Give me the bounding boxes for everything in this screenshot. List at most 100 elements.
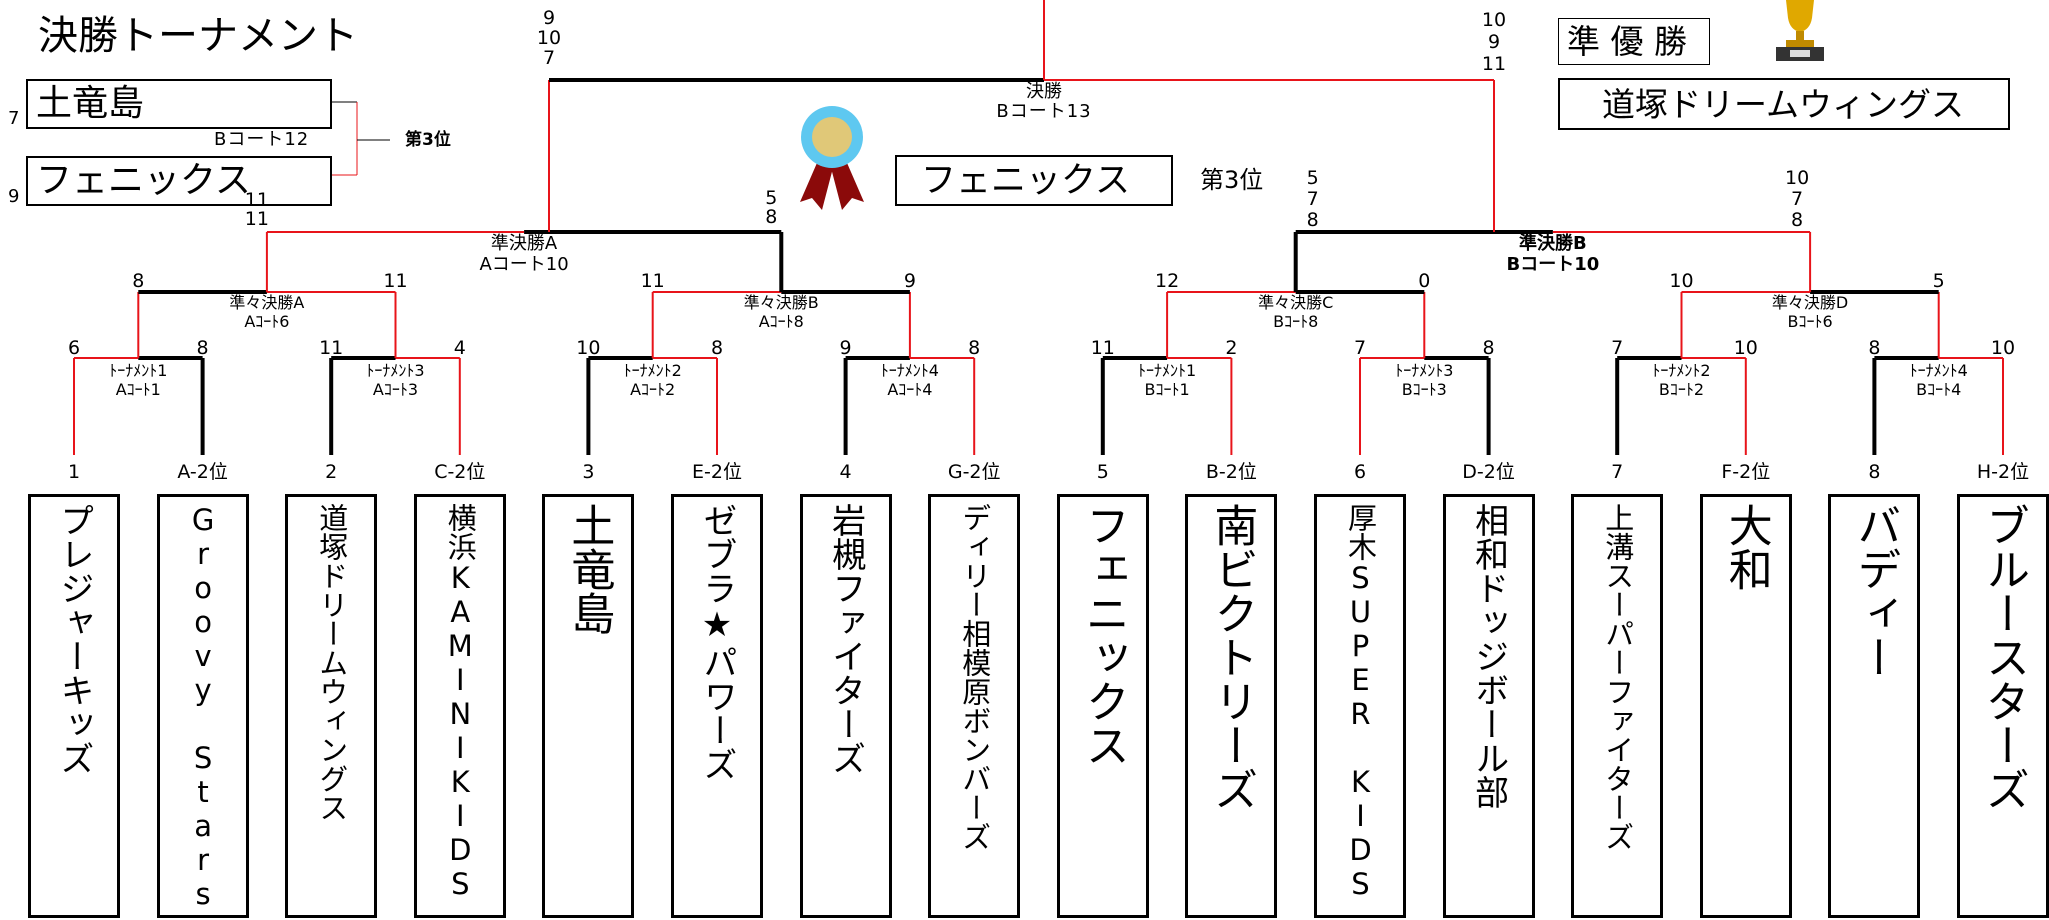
r1-score-right: 10 xyxy=(1990,337,2016,359)
runner-up-team: 道塚ドリームウィングス xyxy=(1602,85,1965,124)
team-name: 横浜KAMINIKIDS xyxy=(443,503,478,901)
team-name: ゼブラ★パワーズ xyxy=(697,503,737,781)
sf-b-score: 5 xyxy=(1306,167,1319,189)
third-team: フェニックス xyxy=(921,161,1130,201)
team-name: 上溝スーパーファイターズ xyxy=(1600,503,1635,851)
seed-label: 4 xyxy=(839,461,852,483)
r1-label: ﾄｰﾅﾒﾝﾄ2 xyxy=(1652,361,1711,380)
r1-court: Aｺｰﾄ1 xyxy=(115,380,161,399)
r1-court: Aｺｰﾄ4 xyxy=(887,380,933,399)
qf-score-right: 0 xyxy=(1418,270,1431,292)
sf-a-label: 準決勝A xyxy=(490,233,558,254)
team-box: 横浜KAMINIKIDS xyxy=(413,494,506,918)
r1-score-left: 6 xyxy=(67,337,81,359)
r1-label: ﾄｰﾅﾒﾝﾄ3 xyxy=(366,361,425,380)
r1-label: ﾄｰﾅﾒﾝﾄ2 xyxy=(623,361,682,380)
team-name: 厚木SUPER KIDS xyxy=(1343,503,1378,901)
r1-court: Aｺｰﾄ3 xyxy=(372,380,419,399)
r1-score-left: 11 xyxy=(1090,337,1115,359)
team-name: 道塚ドリームウィングス xyxy=(314,503,349,822)
team-name: ディリー相模原ボンバーズ xyxy=(957,503,992,851)
sf-b-score: 7 xyxy=(1306,188,1319,210)
third-place-team-bottom-name: フェニックス xyxy=(36,160,251,201)
qf-label: 準々決勝A xyxy=(229,293,305,312)
team-box: 厚木SUPER KIDS xyxy=(1314,494,1406,918)
team-name: プレジャーキッズ xyxy=(54,503,94,775)
third-place-court: Bコート12 xyxy=(214,129,310,150)
third-label: 第3位 xyxy=(1200,166,1264,194)
team-box: プレジャーキッズ xyxy=(28,494,120,918)
r1-label: ﾄｰﾅﾒﾝﾄ4 xyxy=(880,361,939,380)
team-name: バディー xyxy=(1849,503,1901,679)
final-score-left: 10 xyxy=(536,27,562,49)
r1-label: ﾄｰﾅﾒﾝﾄ1 xyxy=(1138,361,1197,380)
r1-score-right: 8 xyxy=(968,337,981,359)
qf-court: Bｺｰﾄ6 xyxy=(1787,312,1833,331)
seed-label: 6 xyxy=(1353,461,1367,483)
qf-label: 準々決勝C xyxy=(1258,293,1334,312)
sf-b-score: 8 xyxy=(1306,209,1319,231)
r1-score-right: 8 xyxy=(710,337,724,359)
seed-label: 7 xyxy=(1611,461,1624,483)
r1-court: Bｺｰﾄ1 xyxy=(1144,380,1190,399)
team-name: 相和ドッジボール部 xyxy=(1468,503,1509,809)
sf-b-score: 10 xyxy=(1785,167,1810,189)
seed-label: B-2位 xyxy=(1205,461,1257,483)
seed-label: G-2位 xyxy=(947,461,1001,483)
final-score-right: 10 xyxy=(1481,9,1507,31)
third-place-team-bottom: フェニックス xyxy=(26,156,332,206)
seed-label: E-2位 xyxy=(692,461,742,483)
page-title: 決勝トーナメント xyxy=(38,13,358,59)
seed-label: 8 xyxy=(1868,461,1881,483)
qf-court: Aｺｰﾄ8 xyxy=(758,312,804,331)
r1-label: ﾄｰﾅﾒﾝﾄ3 xyxy=(1395,361,1454,380)
r1-score-right: 8 xyxy=(1482,337,1495,359)
team-box: ブルースターズ xyxy=(1957,494,2049,918)
seed-label: D-2位 xyxy=(1462,461,1515,483)
sf-a-score: 11 xyxy=(244,208,269,230)
seed-label: A-2位 xyxy=(177,461,228,483)
sf-a-score: 5 xyxy=(765,187,778,209)
team-box: ゼブラ★パワーズ xyxy=(671,494,763,918)
r1-label: ﾄｰﾅﾒﾝﾄ4 xyxy=(1909,361,1968,380)
r1-score-left: 7 xyxy=(1611,337,1624,359)
team-name: フェニックス xyxy=(1077,503,1129,767)
team-box: 上溝スーパーファイターズ xyxy=(1571,494,1664,918)
seed-label: 3 xyxy=(582,461,595,483)
team-name: 南ビクトリーズ xyxy=(1206,503,1258,811)
team-box: 岩槻ファイターズ xyxy=(799,494,892,918)
team-box: フェニックス xyxy=(1056,494,1149,918)
final-label: 決勝 xyxy=(1026,81,1062,102)
r1-score-left: 11 xyxy=(319,337,344,359)
team-box: 相和ドッジボール部 xyxy=(1442,494,1535,918)
seed-label: 5 xyxy=(1096,461,1109,483)
third-place-label: 第3位 xyxy=(405,130,451,150)
final-court: Bコート13 xyxy=(996,101,1092,122)
sf-b-score: 8 xyxy=(1791,209,1804,231)
qf-score-right: 9 xyxy=(903,270,916,292)
r1-label: ﾄｰﾅﾒﾝﾄ1 xyxy=(109,361,168,380)
r1-court: Bｺｰﾄ3 xyxy=(1401,380,1447,399)
qf-score-left: 12 xyxy=(1155,270,1180,292)
third-place-score-top: 7 xyxy=(8,108,20,129)
qf-score-right: 11 xyxy=(383,270,408,292)
team-box: 土竜島 xyxy=(542,494,635,918)
seed-label: F-2位 xyxy=(1721,461,1771,483)
seed-label: C-2位 xyxy=(434,461,486,483)
r1-score-right: 2 xyxy=(1225,337,1238,359)
r1-score-right: 8 xyxy=(196,337,209,359)
team-box: ディリー相模原ボンバーズ xyxy=(928,494,1021,918)
team-box: 南ビクトリーズ xyxy=(1185,494,1278,918)
qf-score-right: 5 xyxy=(1932,270,1945,292)
qf-label: 準々決勝D xyxy=(1771,293,1849,312)
sf-b-label: 準決勝B xyxy=(1519,233,1587,254)
r1-score-right: 4 xyxy=(453,337,466,359)
r1-score-left: 10 xyxy=(576,337,601,359)
team-box: バディー xyxy=(1828,494,1921,918)
team-box: Groovy Stars xyxy=(156,494,249,918)
qf-score-left: 10 xyxy=(1669,270,1694,292)
team-box: 道塚ドリームウィングス xyxy=(285,494,378,918)
final-score-left: 9 xyxy=(542,7,556,29)
third-place-score-bottom: 9 xyxy=(8,186,20,207)
r1-score-left: 8 xyxy=(1868,337,1881,359)
